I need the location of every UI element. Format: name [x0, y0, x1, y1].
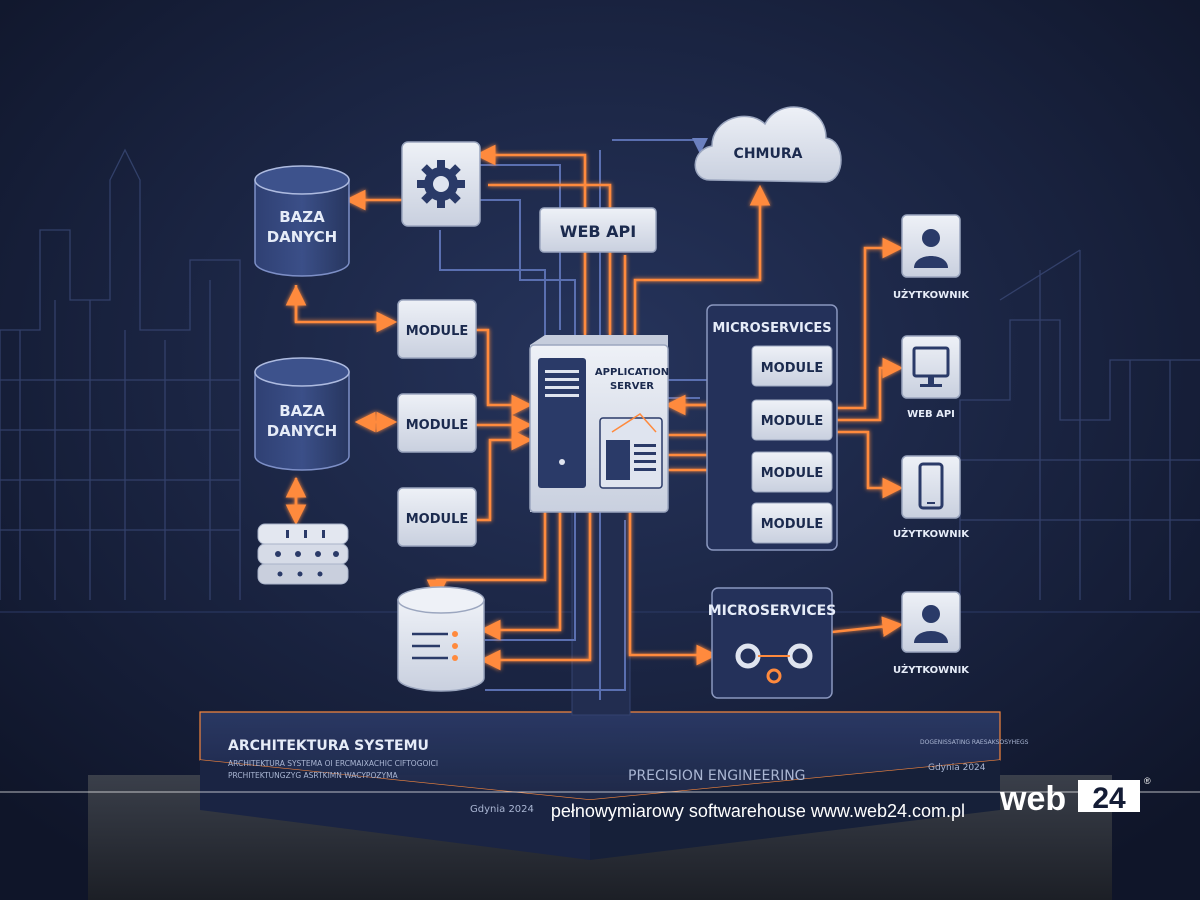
brand-logo-number: 24 [1092, 782, 1126, 815]
module-1-label: MODULE [406, 324, 469, 339]
ms-module-4-label: MODULE [761, 517, 824, 532]
database-bottom [397, 586, 485, 692]
plinth-subtitle-1: ARCHITEKTURA SYSTEMA OI ERCMAIXACHIC CIF… [228, 759, 438, 768]
user-icon [914, 605, 948, 643]
ms-module-3-label: MODULE [761, 466, 824, 481]
web-api-top-box: WEB API [539, 207, 657, 253]
document-stack-icon [599, 413, 663, 489]
module-1: MODULE [397, 299, 477, 359]
gear-icon [417, 160, 465, 208]
database-middle-label-2: DANYCH [267, 422, 338, 440]
user-icon [914, 229, 948, 268]
client-user-2-label: UŻYTKOWNIK [893, 526, 970, 540]
microservices-top-panel: MICROSERVICES MODULE MODULE MODULE MODUL… [706, 304, 838, 551]
plinth-title: ARCHITEKTURA SYSTEMU [228, 738, 429, 754]
module-2: MODULE [397, 393, 477, 453]
city-skyline [0, 148, 1200, 600]
application-server: APPLICATION SERVER [529, 335, 669, 513]
app-server-label-1: APPLICATION [595, 367, 669, 378]
brand-logo-word: web [999, 780, 1066, 818]
settings-gears-icon [735, 643, 813, 684]
ms-module-2: MODULE [751, 399, 833, 441]
microservices-top-label: MICROSERVICES [712, 321, 831, 336]
client-web-api-label: WEB API [907, 409, 955, 420]
database-top-label-1: BAZA [279, 208, 325, 226]
connectors-blue [439, 138, 715, 700]
plinth-subtitle-2: PRCHITEKTUNGZYG ASRTKIMN WACYPOZYMA [228, 771, 399, 780]
ms-module-1-label: MODULE [761, 361, 824, 376]
module-3-label: MODULE [406, 512, 469, 527]
database-middle: BAZA DANYCH [254, 357, 350, 471]
microservices-bottom-panel: MICROSERVICES [708, 587, 837, 699]
cloud-label: CHMURA [734, 146, 803, 162]
web-api-top-label: WEB API [560, 222, 636, 241]
plinth-precision: PRECISION ENGINEERING [628, 768, 806, 784]
ms-module-1: MODULE [751, 345, 833, 387]
database-middle-label-1: BAZA [279, 402, 325, 420]
brand-logo-registered: ® [1144, 776, 1151, 786]
plinth-tag-right: DOGENISSATING RAESAKSOSYHEGS [920, 739, 1029, 746]
module-3: MODULE [397, 487, 477, 547]
ms-module-4: MODULE [751, 502, 833, 544]
database-top-label-2: DANYCH [267, 228, 338, 246]
plinth: ARCHITEKTURA SYSTEMU ARCHITEKTURA SYSTEM… [199, 711, 1029, 860]
ms-module-2-label: MODULE [761, 414, 824, 429]
client-web-api: WEB API [901, 335, 961, 420]
monitor-icon [912, 346, 950, 387]
server-icon [538, 358, 586, 488]
client-user-1: UŻYTKOWNIK [893, 214, 970, 301]
app-server-label-2: SERVER [610, 381, 654, 392]
client-user-3: UŻYTKOWNIK [893, 591, 970, 676]
brand-logo: web 24 ® [999, 776, 1151, 818]
settings-box [401, 141, 481, 227]
plinth-place-right: Gdynia 2024 [928, 763, 986, 773]
ms-module-3: MODULE [751, 451, 833, 493]
footer-tagline: pełnowymiarowy softwarehouse www.web24.c… [551, 801, 965, 821]
connectors-orange [285, 144, 904, 671]
microservices-bottom-label: MICROSERVICES [708, 603, 837, 619]
client-user-3-label: UŻYTKOWNIK [893, 662, 970, 676]
plinth-place-left: Gdynia 2024 [470, 804, 534, 815]
database-top: BAZA DANYCH [254, 165, 350, 277]
module-2-label: MODULE [406, 418, 469, 433]
client-user-1-label: UŻYTKOWNIK [893, 287, 970, 301]
phone-icon [918, 462, 944, 510]
network-switch-icon [257, 523, 349, 585]
client-user-2: UŻYTKOWNIK [893, 455, 970, 540]
cloud-icon: CHMURA [694, 106, 842, 183]
